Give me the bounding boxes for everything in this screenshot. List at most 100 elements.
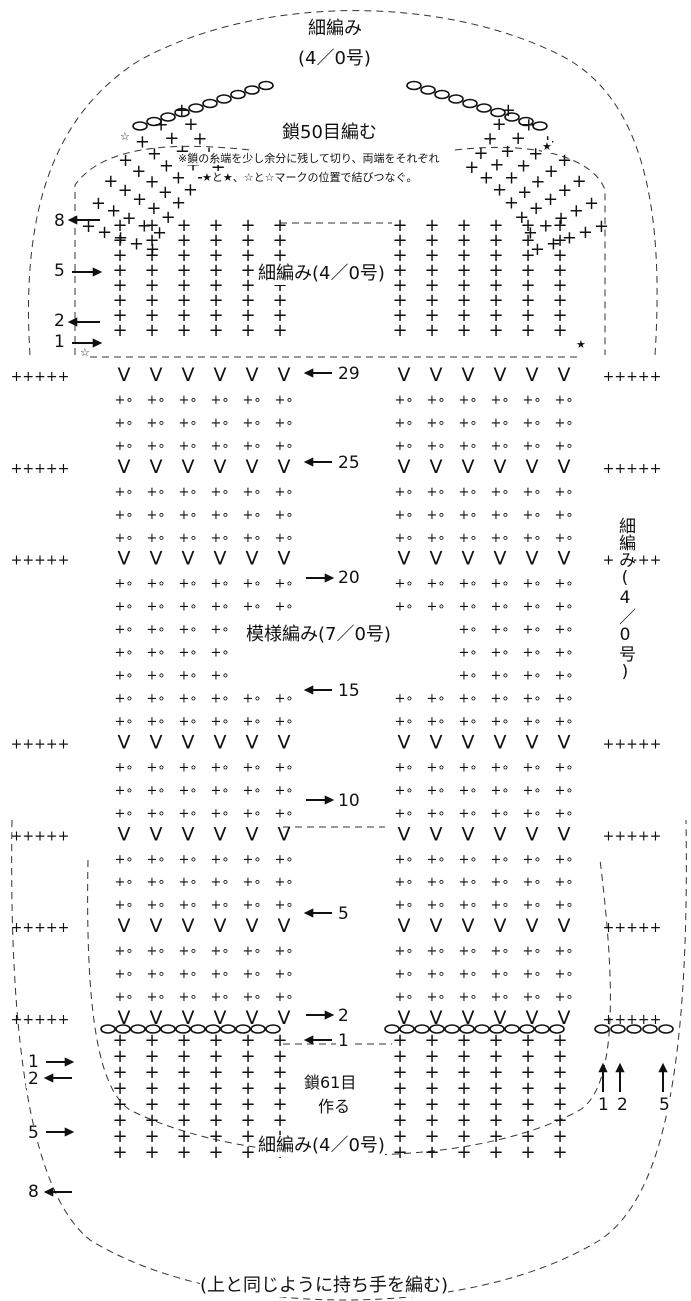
handle-sc-stitch: + (500, 141, 515, 162)
chain-stitch (518, 116, 534, 127)
sc-chain-stitch: +∘ (114, 990, 133, 1005)
v-stitch: V (118, 823, 131, 845)
v-stitch: V (526, 364, 539, 386)
top-band-sc-stitch: + (208, 290, 223, 311)
top-band-sc-stitch: + (424, 260, 439, 281)
top-band-sc-stitch: + (488, 275, 503, 296)
sc-chain-stitch: +∘ (394, 508, 413, 523)
body-row-marker-29: 29 (336, 364, 362, 384)
sc-chain-stitch: +∘ (178, 531, 197, 546)
body-row-marker-2: 2 (336, 1006, 351, 1026)
chain-stitch (532, 121, 548, 131)
sc-chain-stitch: +∘ (458, 852, 477, 867)
sc-chain-stitch: +∘ (490, 783, 509, 798)
sc-chain-stitch: +∘ (554, 967, 573, 982)
handle-sc-stitch: + (572, 171, 587, 192)
sc-chain-stitch: +∘ (394, 600, 413, 615)
handle-sc-stitch: + (113, 228, 128, 249)
sc-chain-stitch: +∘ (114, 485, 133, 500)
top-band-sc-stitch: + (208, 245, 223, 266)
top-band-sc-stitch: + (176, 230, 191, 251)
bottom-band-sc-stitch: + (424, 1094, 439, 1115)
body-row-marker-15: 15 (336, 681, 362, 701)
sc-chain-stitch: +∘ (394, 485, 413, 500)
sc-chain-stitch: +∘ (114, 875, 133, 890)
bottom-band-sc-stitch: + (112, 1110, 127, 1131)
handle-sc-stitch: + (538, 215, 553, 236)
bottom-band-sc-stitch: + (488, 1046, 503, 1067)
top-band-sc-stitch: + (488, 230, 503, 251)
sc-chain-stitch: +∘ (146, 967, 165, 982)
sc-chain-stitch: +∘ (242, 393, 261, 408)
v-stitch: V (150, 364, 163, 386)
sc-chain-stitch: +∘ (490, 852, 509, 867)
chain-stitch (476, 103, 492, 113)
v-stitch: V (526, 1007, 539, 1029)
bottom-band-sc-stitch: + (520, 1110, 535, 1131)
sc-chain-stitch: +∘ (426, 967, 445, 982)
sc-chain-stitch: +∘ (178, 393, 197, 408)
sc-chain-stitch: +∘ (210, 944, 229, 959)
handle-sc-stitch: + (118, 180, 133, 201)
v-stitch: V (214, 364, 227, 386)
v-stitch: V (430, 456, 443, 478)
v-stitch: V (494, 823, 507, 845)
handle-outline-bottom (11, 819, 687, 1301)
bottom-band-sc-stitch: + (144, 1078, 159, 1099)
sc-chain-stitch: +∘ (426, 600, 445, 615)
side-sc-stitch: +++++ (11, 1012, 70, 1028)
sc-chain-stitch: +∘ (114, 692, 133, 707)
v-stitch: V (462, 915, 475, 937)
handle-sc-stitch: + (530, 171, 545, 192)
sc-chain-stitch: +∘ (114, 600, 133, 615)
arrow-head (324, 1010, 335, 1020)
v-stitch: V (182, 823, 195, 845)
side-sc-stitch: +++++ (11, 828, 70, 844)
top-band-sc-stitch: + (208, 260, 223, 281)
bottom-band-sc-stitch: + (552, 1062, 567, 1083)
top-band-sc-stitch: + (144, 260, 159, 281)
bottom-band-sc-stitch: + (552, 1094, 567, 1115)
sc-chain-stitch: +∘ (394, 692, 413, 707)
top-band-sc-stitch: + (112, 305, 127, 326)
sc-chain-stitch: +∘ (554, 485, 573, 500)
bottom-band-sc-stitch: + (488, 1078, 503, 1099)
sc-chain-stitch: +∘ (522, 439, 541, 454)
chain-stitch (130, 1024, 146, 1034)
filled-star-marker-top-right: ★ (542, 140, 552, 154)
v-stitch: V (246, 364, 259, 386)
sc-chain-stitch: +∘ (490, 990, 509, 1005)
handle-sc-stitch: + (557, 150, 572, 171)
top-band-sc-stitch: + (144, 290, 159, 311)
bottom-band-sc-stitch: + (520, 1142, 535, 1163)
handle-sc-stitch: + (183, 114, 198, 135)
sc-chain-stitch: +∘ (490, 600, 509, 615)
sc-chain-stitch: +∘ (522, 967, 541, 982)
bottom-band-sc-stitch: + (392, 1094, 407, 1115)
top-band-sc-stitch: + (112, 245, 127, 266)
sc-chain-stitch: +∘ (242, 990, 261, 1005)
sc-chain-stitch: +∘ (554, 990, 573, 1005)
top-band-sc-stitch: + (208, 230, 223, 251)
body-row-marker-25: 25 (336, 453, 362, 473)
handle-sc-stitch: + (544, 161, 559, 182)
bottom-band-sc-stitch: + (176, 1078, 191, 1099)
handle-sc-stitch: + (492, 114, 507, 135)
sc-chain-stitch: +∘ (178, 577, 197, 592)
sc-chain-stitch: +∘ (458, 944, 477, 959)
sc-chain-stitch: +∘ (554, 714, 573, 729)
chain-stitch (175, 1024, 191, 1034)
sc-chain-stitch: +∘ (522, 531, 541, 546)
sc-chain-stitch: +∘ (458, 623, 477, 638)
v-stitch: V (118, 915, 131, 937)
sc-chain-stitch: +∘ (274, 485, 293, 500)
sc-chain-stitch: +∘ (114, 439, 133, 454)
sc-chain-stitch: +∘ (490, 944, 509, 959)
top-band-sc-stitch: + (456, 215, 471, 236)
top-band-sc-stitch: + (424, 275, 439, 296)
chain-stitch (190, 1024, 206, 1034)
sc-chain-stitch: +∘ (178, 875, 197, 890)
sc-chain-stitch: +∘ (274, 783, 293, 798)
sc-chain-stitch: +∘ (242, 600, 261, 615)
chain-stitch (549, 1024, 565, 1034)
